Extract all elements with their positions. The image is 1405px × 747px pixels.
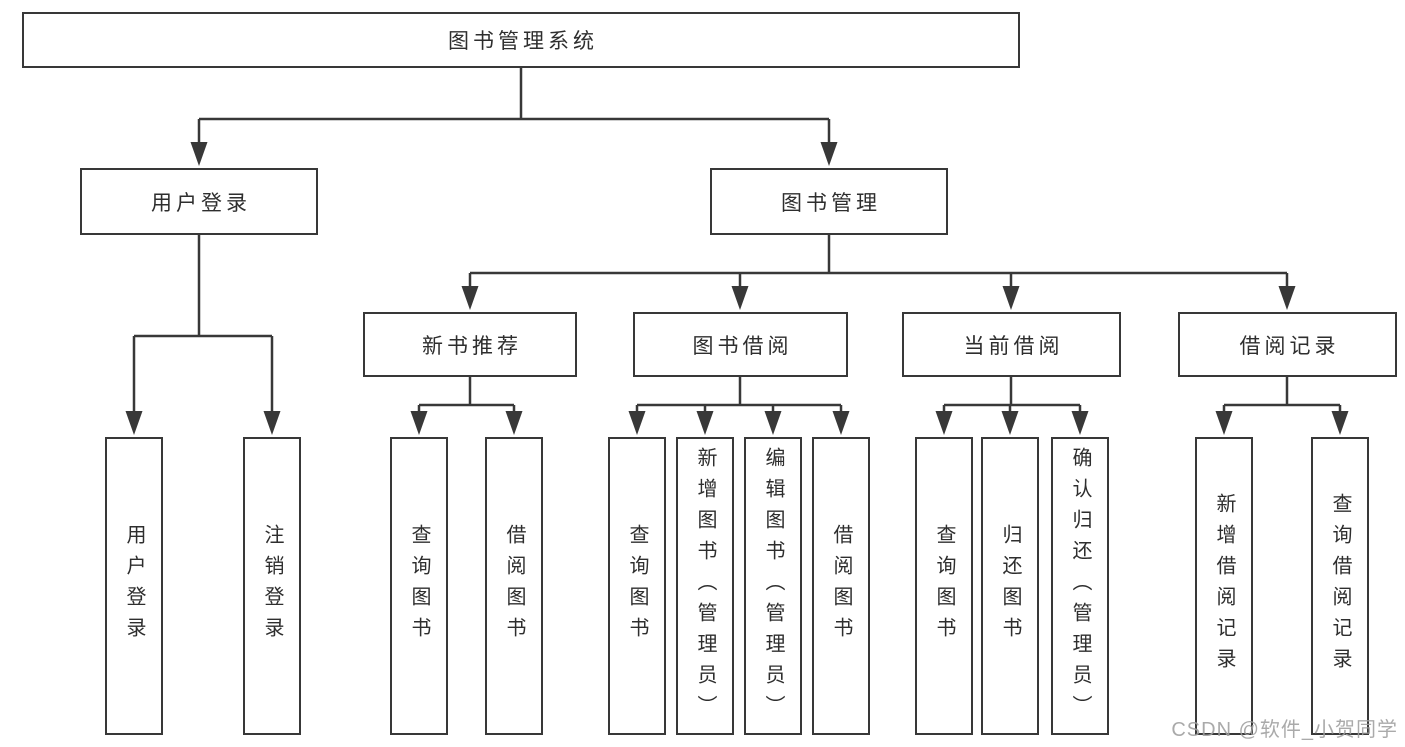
arrowhead (628, 411, 646, 435)
arrowhead (1002, 286, 1020, 310)
leaf-br-add-record-label: 新增借阅记录 (1213, 493, 1235, 679)
leaf-cb-query-books: 查询图书 (915, 437, 973, 735)
node-current-borrow: 当前借阅 (902, 312, 1121, 377)
connector-bookborrow-to-leaves (628, 377, 850, 435)
connector-borrowrecord-to-leaves (1215, 377, 1349, 435)
connector-newbook-to-leaves (410, 377, 523, 435)
node-borrow-record: 借阅记录 (1178, 312, 1397, 377)
arrowhead (461, 286, 479, 310)
leaf-br-add-record: 新增借阅记录 (1195, 437, 1253, 735)
arrowhead (410, 411, 428, 435)
leaf-bb-borrow-books-label: 借阅图书 (830, 524, 852, 648)
arrowhead (263, 411, 281, 435)
node-borrow-record-label: 借阅记录 (1239, 334, 1340, 358)
arrowhead (1001, 411, 1019, 435)
node-book-borrow: 图书借阅 (633, 312, 848, 377)
leaf-nbr-query-books-label: 查询图书 (408, 524, 430, 648)
arrowhead (820, 142, 838, 166)
connector-root-to-level2 (190, 68, 838, 166)
connector-bookmgmt-to-level3 (461, 235, 1296, 310)
csdn-watermark: CSDN @软件_小贺同学 (1171, 719, 1398, 741)
leaf-cb-return-books: 归还图书 (981, 437, 1039, 735)
leaf-bb-borrow-books: 借阅图书 (812, 437, 870, 735)
arrowhead (1278, 286, 1296, 310)
leaf-bb-add-books-admin: 新增图书（管理员） (676, 437, 734, 735)
node-root-label: 图书管理系统 (448, 30, 598, 53)
arrowhead (125, 411, 143, 435)
leaf-user-login-label: 用户登录 (123, 524, 145, 648)
node-book-management-label: 图书管理 (781, 191, 881, 215)
leaf-cb-query-books-label: 查询图书 (933, 524, 955, 648)
leaf-br-query-record: 查询借阅记录 (1311, 437, 1369, 735)
leaf-bb-add-books-admin-label: 新增图书（管理员） (694, 446, 716, 726)
leaf-cb-return-books-label: 归还图书 (999, 524, 1021, 648)
arrowhead (935, 411, 953, 435)
node-book-borrow-label: 图书借阅 (692, 334, 793, 358)
leaf-logout-label: 注销登录 (261, 524, 283, 648)
node-new-book-recommend: 新书推荐 (363, 312, 577, 377)
connector-userlogin-to-leaves (125, 235, 281, 435)
node-book-management: 图书管理 (710, 168, 948, 235)
arrowhead (1071, 411, 1089, 435)
arrowhead (190, 142, 208, 166)
node-current-borrow-label: 当前借阅 (963, 334, 1064, 358)
leaf-bb-query-books-label: 查询图书 (626, 524, 648, 648)
arrowhead (764, 411, 782, 435)
arrowhead (696, 411, 714, 435)
leaf-user-login: 用户登录 (105, 437, 163, 735)
leaf-cb-confirm-return-admin-label: 确认归还（管理员） (1069, 446, 1091, 726)
arrowhead (505, 411, 523, 435)
leaf-nbr-query-books: 查询图书 (390, 437, 448, 735)
arrowhead (1331, 411, 1349, 435)
connector-currentborrow-to-leaves (935, 377, 1089, 435)
leaf-logout: 注销登录 (243, 437, 301, 735)
leaf-br-query-record-label: 查询借阅记录 (1329, 493, 1351, 679)
node-user-login-label: 用户登录 (151, 191, 251, 215)
leaf-cb-confirm-return-admin: 确认归还（管理员） (1051, 437, 1109, 735)
node-root: 图书管理系统 (22, 12, 1020, 68)
leaf-bb-query-books: 查询图书 (608, 437, 666, 735)
leaf-nbr-borrow-books-label: 借阅图书 (503, 524, 525, 648)
leaf-nbr-borrow-books: 借阅图书 (485, 437, 543, 735)
arrowhead (832, 411, 850, 435)
leaf-bb-edit-books-admin: 编辑图书（管理员） (744, 437, 802, 735)
node-user-login: 用户登录 (80, 168, 318, 235)
leaf-bb-edit-books-admin-label: 编辑图书（管理员） (762, 446, 784, 726)
node-new-book-recommend-label: 新书推荐 (422, 334, 522, 358)
arrowhead (1215, 411, 1233, 435)
arrowhead (731, 286, 749, 310)
